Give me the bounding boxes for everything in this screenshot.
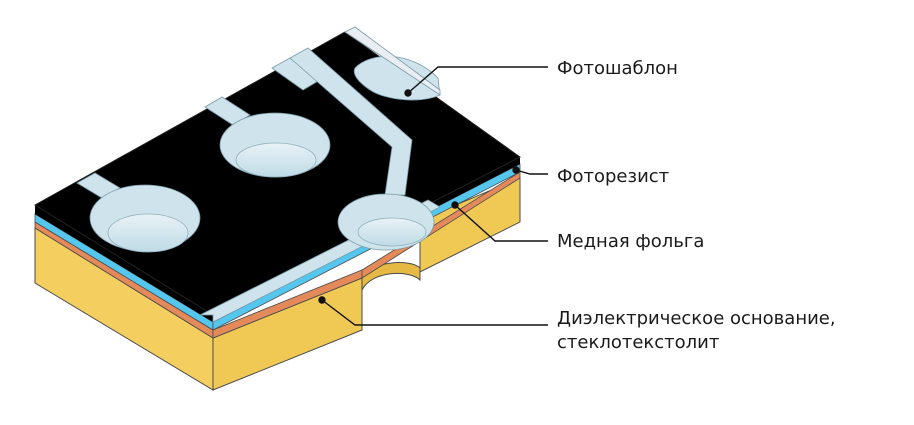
photomask-layer bbox=[34, 26, 521, 323]
leader-photomask-dot bbox=[404, 89, 412, 97]
pad-left-hole bbox=[107, 213, 189, 253]
dielectric-base bbox=[34, 177, 521, 391]
leader-photoresist-dot bbox=[512, 166, 520, 174]
leader-dielectric bbox=[321, 299, 548, 326]
label-dielectric-line1: Диэлектрическое основание, bbox=[557, 308, 836, 329]
pad-center-hole bbox=[235, 142, 317, 178]
label-copper-foil: Медная фольга bbox=[557, 231, 705, 252]
mask-window-diagonal-trace bbox=[289, 47, 413, 196]
label-dielectric-line2: стеклотекстолит bbox=[557, 332, 720, 353]
mask-window-strip-left bbox=[76, 172, 121, 199]
leader-photoresist bbox=[515, 169, 548, 175]
pad-right-hole bbox=[357, 217, 427, 247]
photomask-front-edge bbox=[35, 205, 213, 322]
mask-window-corner-edge bbox=[344, 26, 441, 96]
leader-lines bbox=[318, 66, 548, 326]
copper-right-edge-2 bbox=[361, 171, 521, 279]
leader-dielectric-dot bbox=[318, 296, 326, 304]
copper-foil-layer bbox=[34, 171, 521, 339]
leader-copper bbox=[454, 204, 548, 242]
dielectric-right-face-2 bbox=[419, 177, 521, 273]
leader-photomask bbox=[407, 66, 548, 94]
leader-copper-dot bbox=[451, 201, 459, 209]
label-dielectric: Диэлектрическое основание, стеклотекстол… bbox=[557, 307, 836, 355]
label-photoresist: Фоторезист bbox=[557, 166, 670, 187]
label-photomask: Фотошаблон bbox=[557, 58, 678, 79]
mask-window-strip-mid bbox=[204, 96, 251, 126]
